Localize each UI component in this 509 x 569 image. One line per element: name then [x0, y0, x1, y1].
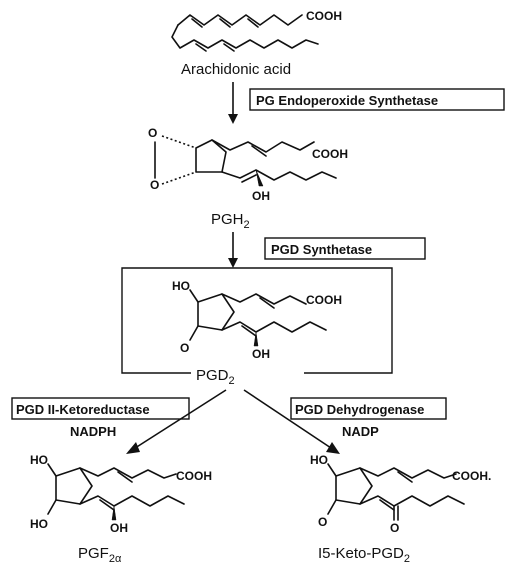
arrow-head — [326, 442, 340, 454]
pgh2-oxygen-bottom: O — [150, 178, 159, 192]
pgd2-box — [121, 267, 393, 374]
pgd2-ho-label: HO — [172, 279, 190, 293]
enzyme-pgd-synthetase: PGD Synthetase — [271, 242, 372, 257]
enzyme-box-pgd-synthetase — [264, 237, 426, 260]
keto-pgd2-structure: HO COOH. O O — [310, 453, 491, 535]
keto-ho-label: HO — [310, 453, 328, 467]
pgh2-oxygen-top: O — [148, 126, 157, 140]
keto-pgd2-name: I5-Keto-PGD2 — [318, 545, 410, 565]
pgd2-cooh-label: COOH — [306, 293, 342, 307]
enzyme-ketoreductase: PGD II-Ketoreductase — [16, 402, 150, 417]
enzyme-dehydrogenase: PGD Dehydrogenase — [295, 402, 424, 417]
enzyme-box-endoperoxide — [249, 88, 505, 111]
enzyme-endoperoxide-synthetase: PG Endoperoxide Synthetase — [256, 93, 438, 108]
enzyme-box-dehydrogenase — [290, 397, 447, 420]
pgh2-oh-label: OH — [252, 189, 270, 203]
keto-cooh-label: COOH. — [452, 469, 491, 483]
arachidonic-acid-structure: COOH — [171, 9, 342, 52]
pgd2-keto-oxygen: O — [180, 341, 189, 355]
keto-side-oxygen: O — [390, 521, 399, 535]
keto-ring-oxygen: O — [318, 515, 327, 529]
pgf2a-cooh-label: COOH — [176, 469, 212, 483]
cofactor-nadp: NADP — [342, 424, 379, 439]
cofactor-nadph: NADPH — [70, 424, 116, 439]
arachidonic-cooh-label: COOH — [306, 9, 342, 23]
pgf2a-ho-top-label: HO — [30, 453, 48, 467]
pgd2-oh-label: OH — [252, 347, 270, 361]
pgf2a-structure: HO COOH OH HO — [30, 453, 212, 535]
arrow-head — [228, 258, 238, 268]
pgd2-name: PGD2 — [196, 367, 235, 387]
arachidonic-acid-name: Arachidonic acid — [181, 61, 291, 78]
pgh2-name: PGH2 — [211, 211, 250, 231]
arrow-head — [126, 442, 140, 454]
pgd2-structure: HO COOH OH O — [172, 279, 342, 361]
pgh2-structure: O O COOH OH — [148, 126, 348, 203]
enzyme-box-ketoreductase — [11, 397, 190, 420]
pgh2-cooh-label: COOH — [312, 147, 348, 161]
arrow-head — [228, 114, 238, 124]
pgf2a-name: PGF2α — [78, 545, 122, 565]
pgf2a-ho-bottom-label: HO — [30, 517, 48, 531]
pgf2a-oh-label: OH — [110, 521, 128, 535]
